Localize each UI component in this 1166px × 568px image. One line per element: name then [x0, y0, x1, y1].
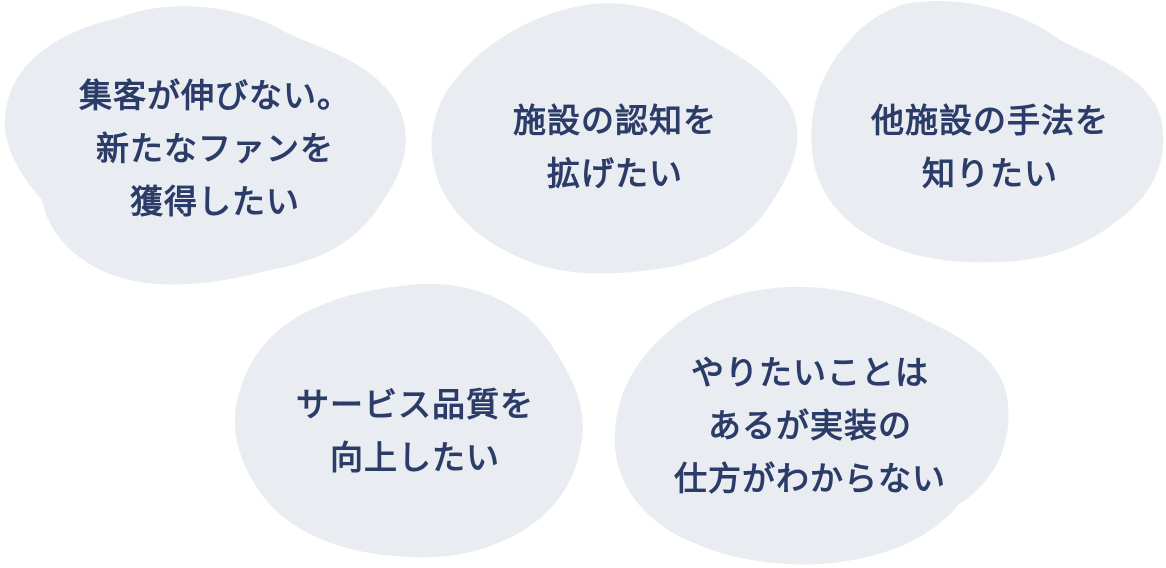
bubble-2-line-1: 施設の認知を: [513, 101, 717, 140]
bubble-3-line-2: 知りたい: [922, 154, 1058, 193]
cloud-shape-2: [431, 3, 798, 274]
bubble-1-line-3: 獲得したい: [130, 181, 300, 221]
cloud-shape-1: [4, 6, 406, 285]
cloud-shape-5: [614, 286, 1009, 565]
bubble-5-line-3: 仕方がわからない: [674, 458, 946, 498]
cloud-shape-3: [811, 1, 1164, 263]
bubble-1-line-1: 集客が伸びない。: [79, 75, 351, 115]
bubble-5-line-1: やりたいことは: [691, 352, 929, 392]
bubble-text-3: 他施設の手法を 知りたい: [840, 94, 1140, 200]
bubble-3-line-1: 他施設の手法を: [871, 101, 1109, 140]
bubble-text-5: やりたいことは あるが実装の 仕方がわからない: [640, 345, 980, 505]
bubble-1-line-2: 新たなファンを: [96, 128, 334, 168]
bubble-2-line-2: 拡げたい: [547, 154, 683, 193]
bubble-5-line-2: あるが実装の: [708, 405, 912, 445]
bubble-4-line-1: サービス品質を: [296, 385, 534, 424]
bubble-4-line-2: 向上したい: [330, 438, 500, 477]
cloud-shape-4: [234, 283, 583, 558]
bubble-text-1: 集客が伸びない。 新たなファンを 獲得したい: [55, 68, 375, 228]
bubble-text-2: 施設の認知を 拡げたい: [470, 94, 760, 200]
bubble-text-4: サービス品質を 向上したい: [265, 378, 565, 484]
